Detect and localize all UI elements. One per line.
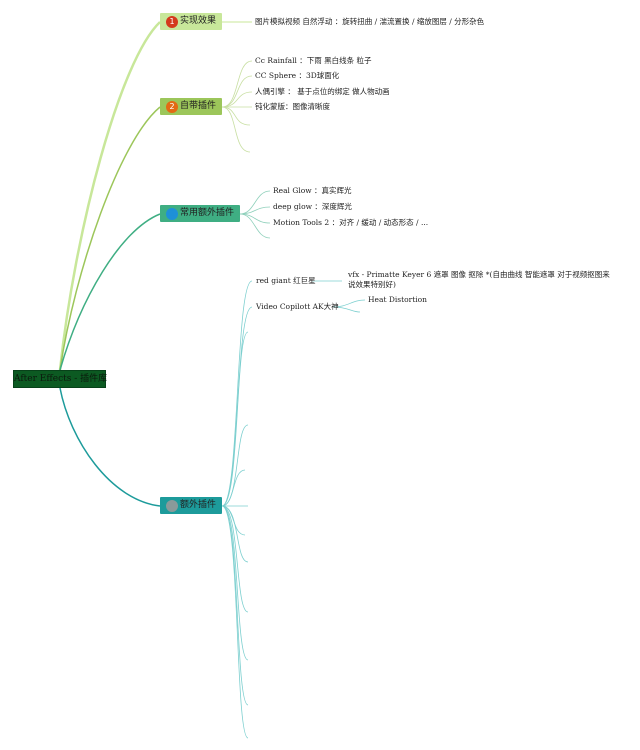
number-2-icon: 2 <box>166 100 178 113</box>
branch-effects-label: 实现效果 <box>180 16 217 26</box>
leaf-vc-child[interactable]: Heat Distortion <box>368 295 427 304</box>
extra-connectors <box>221 280 253 739</box>
link-root-branch-3 <box>59 213 161 371</box>
link-root-branch-4 <box>59 387 161 507</box>
leaf-extra-redgiant[interactable]: red giant 红巨星 <box>256 276 316 285</box>
number-1-icon: 1 <box>166 15 178 28</box>
leaf-common-3[interactable]: Motion Tools 2 ：对齐 / 缓动 / 动态形态 / ... <box>273 218 429 227</box>
number-3-icon: 3 <box>166 207 178 220</box>
leaf-builtin-4[interactable]: 钝化蒙版：图像清晰度 <box>255 102 330 111</box>
number-4-icon: 4 <box>166 499 178 512</box>
leaf-effects[interactable]: 图片模拟视频 自然浮动 ：旋转扭曲 / 湍流置换 / 缩放图层 / 分形杂色 <box>255 17 485 26</box>
branch-common[interactable]: 3 常用额外插件 <box>160 205 240 222</box>
leaf-builtin-2[interactable]: CC Sphere ：3D球面化 <box>255 71 340 80</box>
link-vc-child-2 <box>332 306 361 313</box>
leaf-builtin-1[interactable]: Cc Rainfall ：下雨 黑白线条 粒子 <box>255 56 372 65</box>
branch-extra[interactable]: 4 额外插件 <box>160 497 222 514</box>
branch-extra-label: 额外插件 <box>180 500 217 510</box>
leaf-redgiant-child[interactable]: vfx - Primatte Keyer 6 遮罩 图像 抠除 *(自由曲线 智… <box>348 270 610 289</box>
branch-effects[interactable]: 1 实现效果 <box>160 13 222 30</box>
link-root-branch-2 <box>59 106 161 371</box>
root-label: After Effects - 插件库 <box>14 374 108 384</box>
common-connectors <box>239 190 271 239</box>
leaf-common-1[interactable]: Real Glow ：真实辉光 <box>273 186 352 195</box>
link-root-branch-1 <box>58 21 161 371</box>
leaf-builtin-3[interactable]: 人偶引擎 ： 基于点位的绑定 做人物动画 <box>255 87 390 96</box>
builtin-connectors <box>221 60 253 153</box>
root-node[interactable]: After Effects - 插件库 <box>13 370 108 388</box>
branch-common-label: 常用额外插件 <box>180 208 235 218</box>
branch-builtin[interactable]: 2 自带插件 <box>160 98 222 115</box>
leaf-common-2[interactable]: deep glow ：深度辉光 <box>273 202 352 211</box>
branch-builtin-label: 自带插件 <box>180 101 217 111</box>
leaf-extra-videocopilot[interactable]: Video Copilott AK大神 <box>256 302 339 311</box>
